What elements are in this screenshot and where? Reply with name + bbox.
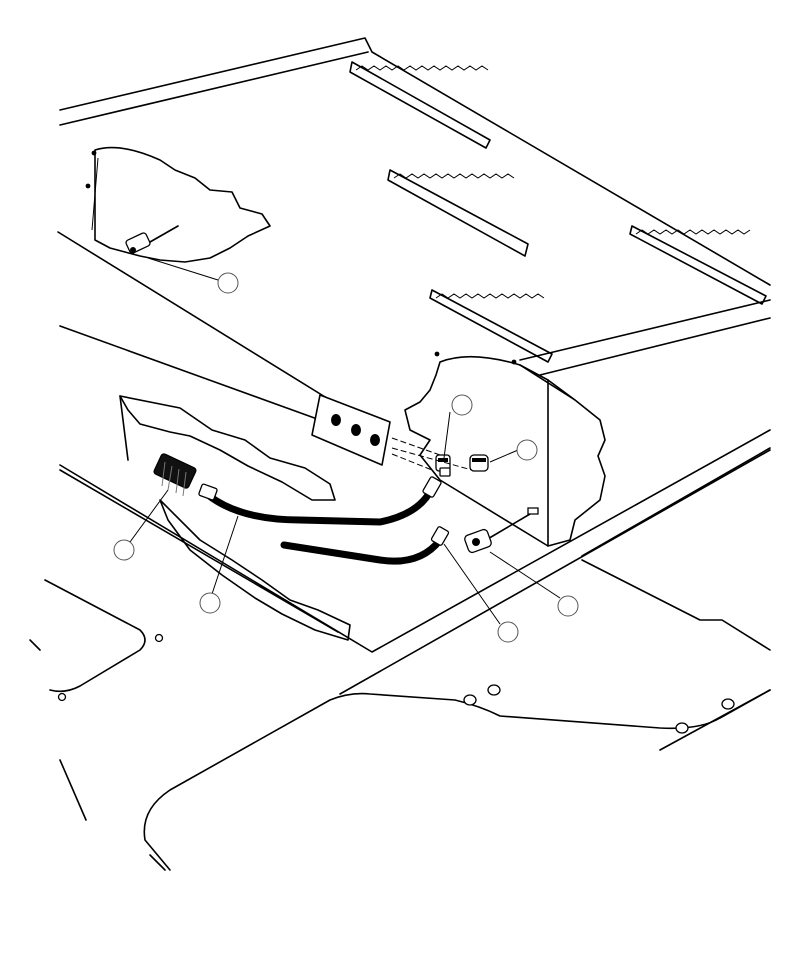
serrated-slot-right [629, 225, 767, 305]
serrated-slot-upper [349, 61, 491, 149]
lower-frame [29, 395, 771, 871]
hose-lower [280, 526, 450, 565]
leader-lines [129, 411, 561, 625]
side-housing [404, 351, 606, 547]
callout-balloons [113, 272, 579, 643]
callout-2 [451, 394, 473, 416]
alignment-lines [391, 437, 473, 471]
callout-4 [113, 539, 135, 561]
serrated-slot-lower [429, 289, 553, 363]
grease-fitting-lower [464, 507, 539, 554]
callout-3 [516, 439, 538, 461]
grease-fitting-upper [125, 225, 219, 281]
callout-6 [497, 621, 519, 643]
elbow-fitting-right [469, 454, 489, 472]
callout-7 [557, 595, 579, 617]
serrated-slot-middle [387, 169, 529, 257]
top-tray [57, 37, 771, 421]
callout-1 [217, 272, 239, 294]
hose-upper [198, 476, 442, 526]
hose-coupler [153, 453, 197, 497]
mounting-bracket [311, 394, 391, 466]
callout-5 [199, 592, 221, 614]
